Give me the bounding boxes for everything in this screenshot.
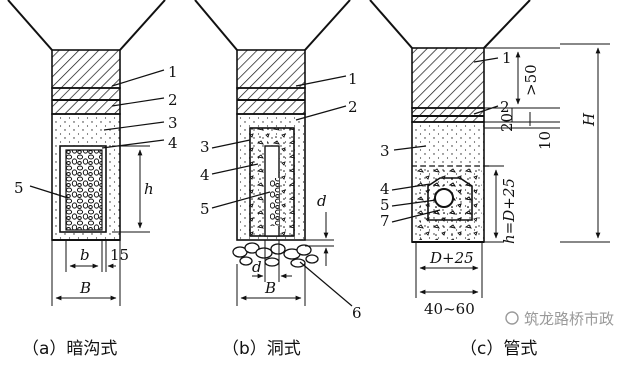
panel-c-label-3: 3 — [380, 142, 390, 160]
panel-c-dim-40-60: 40~60 — [424, 300, 475, 318]
panel-c-caption: （c）管式 — [460, 339, 537, 359]
panel-b-dim-B: B — [264, 279, 276, 297]
panel-a: 1 2 3 4 5 h b 15 B （a）暗沟式 — [7, 0, 178, 359]
panel-b-label-6: 6 — [352, 304, 362, 322]
panel-c-dim-D25: D+25 — [429, 249, 474, 267]
panel-a-caption: （a）暗沟式 — [22, 339, 117, 359]
wechat-icon — [505, 311, 519, 325]
panel-a-dim-b: b — [80, 246, 90, 264]
panel-b-slope-right — [304, 0, 351, 51]
panel-b-pavement-hatch — [236, 49, 306, 89]
panel-c-dim-h-eq: h=D+25 — [500, 178, 518, 244]
watermark-text: 筑龙路桥市政 — [524, 310, 614, 328]
panel-b-caption: （b）洞式 — [222, 339, 301, 359]
panel-b-label-5: 5 — [200, 200, 210, 218]
panel-a-gravel-fill — [65, 149, 103, 231]
panel-a-dim-h: h — [144, 180, 154, 198]
panel-a-slope-left — [7, 0, 53, 51]
panel-b-stone-bed — [232, 242, 319, 268]
panel-c-label-4: 4 — [380, 180, 390, 198]
panel-a-label-4: 4 — [168, 134, 178, 152]
panel-c-pavement-hatch — [411, 47, 485, 109]
panel-b-label-3: 3 — [200, 138, 210, 156]
panel-b-culvert-gravel — [270, 178, 279, 226]
panel-b-label-4: 4 — [200, 166, 210, 184]
panel-b-dim-d-horizontal: d — [252, 258, 262, 276]
panel-a-label-1: 1 — [168, 63, 178, 81]
panel-a-slope-right — [119, 0, 166, 51]
panel-c-slope-right — [483, 0, 531, 49]
panel-a-label-3: 3 — [168, 114, 178, 132]
panel-c-dim-H: H — [580, 112, 598, 127]
panel-a-label-2: 2 — [168, 91, 178, 109]
panel-c-dim-20: 20 — [498, 113, 516, 132]
panel-c-pipe — [434, 188, 454, 208]
panel-c-dim-gt50: >50 — [522, 64, 540, 96]
panel-c-label-1: 1 — [502, 49, 512, 67]
panel-b-label-2: 2 — [348, 98, 358, 116]
panel-b-dim-d-vertical: d — [317, 192, 327, 210]
panel-a-label-5: 5 — [14, 179, 24, 197]
panel-c-label-5: 5 — [380, 196, 390, 214]
panel-c-dim-10: 10 — [536, 131, 554, 150]
panel-c: 1 2 3 4 5 7 >50 20 10 H h=D+25 D+25 40~6… — [369, 0, 610, 359]
watermark: 筑龙路桥市政 — [505, 310, 614, 328]
panel-b-label-1: 1 — [348, 70, 358, 88]
panel-c-slope-left — [369, 0, 413, 49]
panel-a-pavement-hatch — [51, 49, 121, 89]
panel-a-dim-B: B — [79, 279, 91, 297]
panel-c-label-7: 7 — [380, 212, 390, 230]
panel-c-label-2: 2 — [500, 98, 510, 116]
panel-b-slope-left — [194, 0, 238, 51]
panel-b: 1 2 3 4 5 6 d d B （b）洞式 — [194, 0, 362, 359]
